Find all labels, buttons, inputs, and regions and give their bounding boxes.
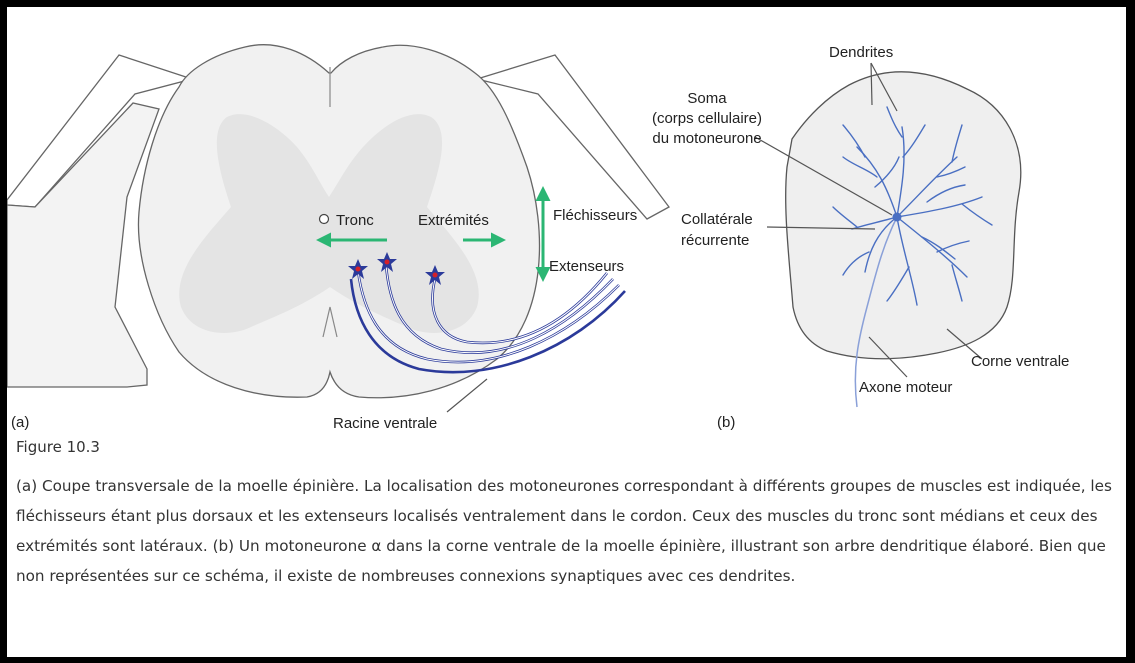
central-canal-marker	[318, 213, 330, 225]
motoneuron-star	[348, 259, 368, 279]
label-collaterale-line1: Collatérale	[681, 211, 753, 228]
label-extenseurs: Extenseurs	[549, 258, 624, 275]
label-racine-ventrale: Racine ventrale	[333, 415, 437, 432]
motor-axon	[854, 216, 898, 408]
label-soma-line3: du motoneurone	[652, 130, 761, 147]
left-white-band	[7, 102, 160, 388]
ventral-horn-motoneuron: Dendrites Soma (corps cellulaire) du mot…	[652, 44, 1069, 431]
spinal-cord-cross-section: Tronc Extrémités Fléchisseurs Extenseurs…	[7, 44, 670, 432]
figure-caption: (a) Coupe transversale de la moelle épin…	[16, 477, 1112, 585]
motoneuron-stars	[348, 252, 445, 285]
label-tronc: Tronc	[336, 212, 374, 229]
motoneuron-star	[377, 252, 397, 272]
figure-frame: Tronc Extrémités Fléchisseurs Extenseurs…	[7, 7, 1126, 657]
dendritic-tree	[832, 106, 993, 306]
label-collaterale-line2: récurrente	[681, 232, 749, 249]
figure-number: Figure 10.3	[16, 438, 100, 456]
panel-b-label: (b)	[717, 414, 735, 431]
label-soma-line1: Soma	[687, 90, 727, 107]
panel-a-label: (a)	[11, 414, 29, 431]
grey-matter	[179, 114, 479, 333]
label-extremites: Extrémités	[418, 212, 489, 229]
label-dendrites: Dendrites	[829, 44, 893, 61]
motoneuron-soma	[892, 212, 902, 222]
label-axone-moteur: Axone moteur	[859, 379, 952, 396]
dorsal-root-right	[474, 54, 670, 220]
figure-10-3-diagram: Tronc Extrémités Fléchisseurs Extenseurs…	[7, 44, 1069, 432]
label-flechisseurs: Fléchisseurs	[553, 207, 637, 224]
label-soma-line2: (corps cellulaire)	[652, 110, 762, 127]
motoneuron-star	[425, 265, 445, 285]
label-corne-ventrale: Corne ventrale	[971, 353, 1069, 370]
dorsal-root-left	[7, 54, 195, 208]
